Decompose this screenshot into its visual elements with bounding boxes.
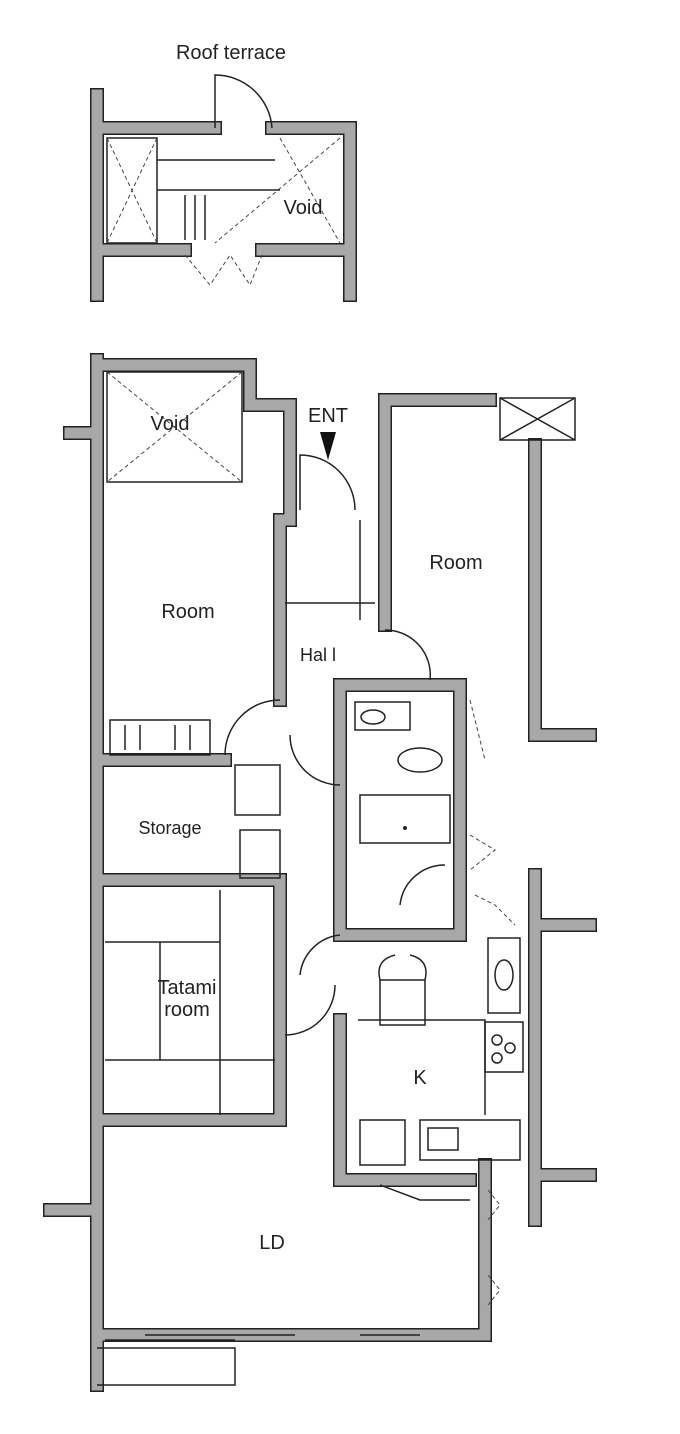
label-upper-void: Void	[283, 197, 323, 219]
label-hall: Hal l	[299, 645, 337, 665]
label-room-right: Room	[429, 552, 483, 574]
walls	[44, 89, 596, 1391]
label-tatami-line1: Tatami	[157, 977, 217, 999]
label-kitchen: K	[413, 1067, 427, 1089]
label-living-dining: LD	[259, 1232, 285, 1254]
label-roof-terrace: Roof terrace	[175, 42, 287, 64]
label-tatami-room: Tatami room	[158, 977, 217, 1021]
door-swing	[214, 74, 273, 129]
fixtures	[97, 74, 576, 1386]
walls-outline	[43, 88, 597, 1392]
label-tatami-line2: room	[164, 999, 210, 1021]
entrance-arrow	[320, 432, 336, 460]
label-entrance: ENT	[308, 405, 348, 427]
label-room-left: Room	[161, 601, 215, 623]
label-storage: Storage	[138, 818, 202, 838]
label-void: Void	[150, 413, 190, 435]
